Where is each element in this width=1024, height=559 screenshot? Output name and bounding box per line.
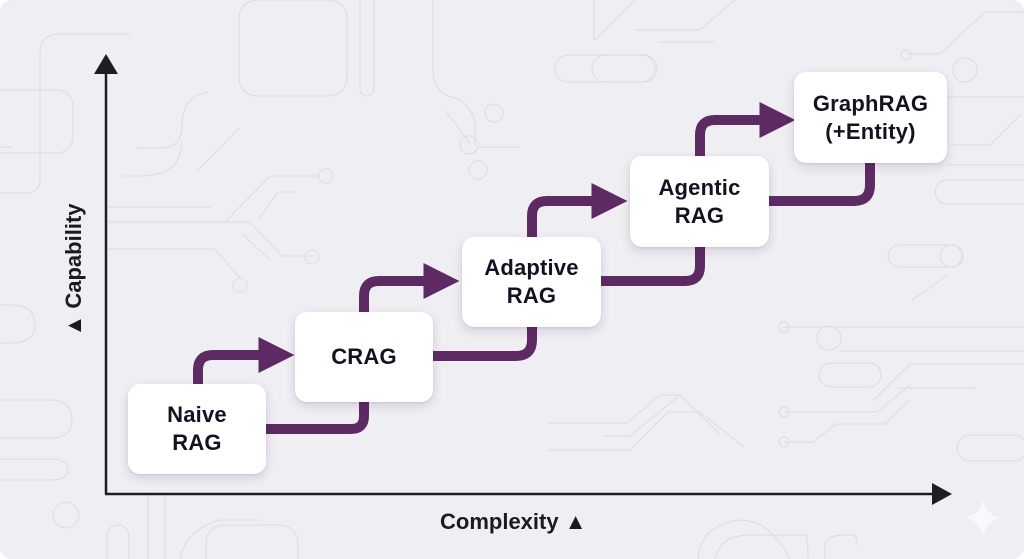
connector-return (266, 402, 369, 434)
bg-pill (818, 362, 882, 388)
bg-node (484, 103, 504, 123)
bg-pill (106, 524, 130, 559)
bg-trace (0, 399, 73, 439)
stage-naive-rag: Naive RAG (128, 384, 266, 474)
bg-trace (241, 233, 271, 261)
stage-agentic-rag: Agentic RAG (630, 156, 769, 247)
x-axis-arrow-icon (932, 483, 952, 505)
bg-node (232, 277, 248, 293)
bg-rect (205, 524, 299, 559)
bg-trace (179, 519, 260, 559)
bg-node (952, 57, 978, 83)
bg-node (900, 49, 912, 61)
bg-node (52, 501, 80, 529)
connector-return (432, 325, 537, 361)
bg-trace (784, 399, 911, 443)
bg-trace (548, 394, 721, 435)
bg-pill (359, 0, 375, 97)
bg-trace (872, 363, 1024, 402)
stage-graphrag: GraphRAG (+Entity) (794, 72, 947, 163)
bg-trace (907, 11, 1024, 55)
connector-arrow (359, 263, 460, 312)
bg-trace (137, 91, 209, 149)
bg-pill (956, 434, 1024, 462)
connector-arrow (527, 183, 628, 237)
bg-node (468, 160, 488, 180)
bg-node (318, 168, 334, 184)
connector-return (769, 162, 875, 206)
bg-node (778, 406, 790, 418)
bg-trace (911, 274, 949, 301)
bg-node (778, 321, 790, 333)
bg-trace (197, 126, 241, 171)
bg-trace (444, 109, 471, 146)
bg-trace (594, 0, 636, 41)
connector-arrow (193, 337, 295, 384)
bg-node (459, 135, 479, 155)
bg-trace (950, 114, 1021, 146)
bg-trace (0, 304, 36, 344)
y-axis-label: ▲ Capability (61, 203, 86, 337)
bg-trace (108, 221, 313, 257)
bg-trace (432, 0, 476, 146)
bg-node (304, 249, 320, 265)
bg-trace (257, 191, 297, 221)
stage-crag: CRAG (295, 312, 433, 402)
bg-node (778, 436, 790, 448)
bg-trace (784, 384, 911, 413)
connector-return (601, 245, 705, 286)
bg-node (816, 325, 842, 351)
bg-trace (224, 175, 318, 223)
bg-trace (548, 411, 746, 451)
x-axis-label: Complexity ▲ (440, 509, 587, 534)
bg-trace (0, 33, 130, 194)
bg-trace (635, 0, 736, 31)
bg-pill (887, 244, 964, 268)
stage-adaptive-rag: Adaptive RAG (462, 237, 601, 327)
bg-node (939, 244, 963, 268)
bg-pill (934, 179, 1024, 205)
bg-trace (0, 458, 69, 481)
bg-trace (0, 89, 74, 154)
bg-trace (603, 394, 681, 437)
bg-trace (714, 534, 809, 559)
bg-trace (123, 139, 183, 177)
bg-trace (697, 519, 791, 559)
connector-arrow (695, 102, 796, 156)
bg-rect (238, 0, 348, 97)
y-axis-arrow-icon (94, 54, 118, 74)
bg-pill (591, 54, 658, 83)
bg-trace (108, 248, 241, 279)
bg-trace (824, 534, 858, 559)
